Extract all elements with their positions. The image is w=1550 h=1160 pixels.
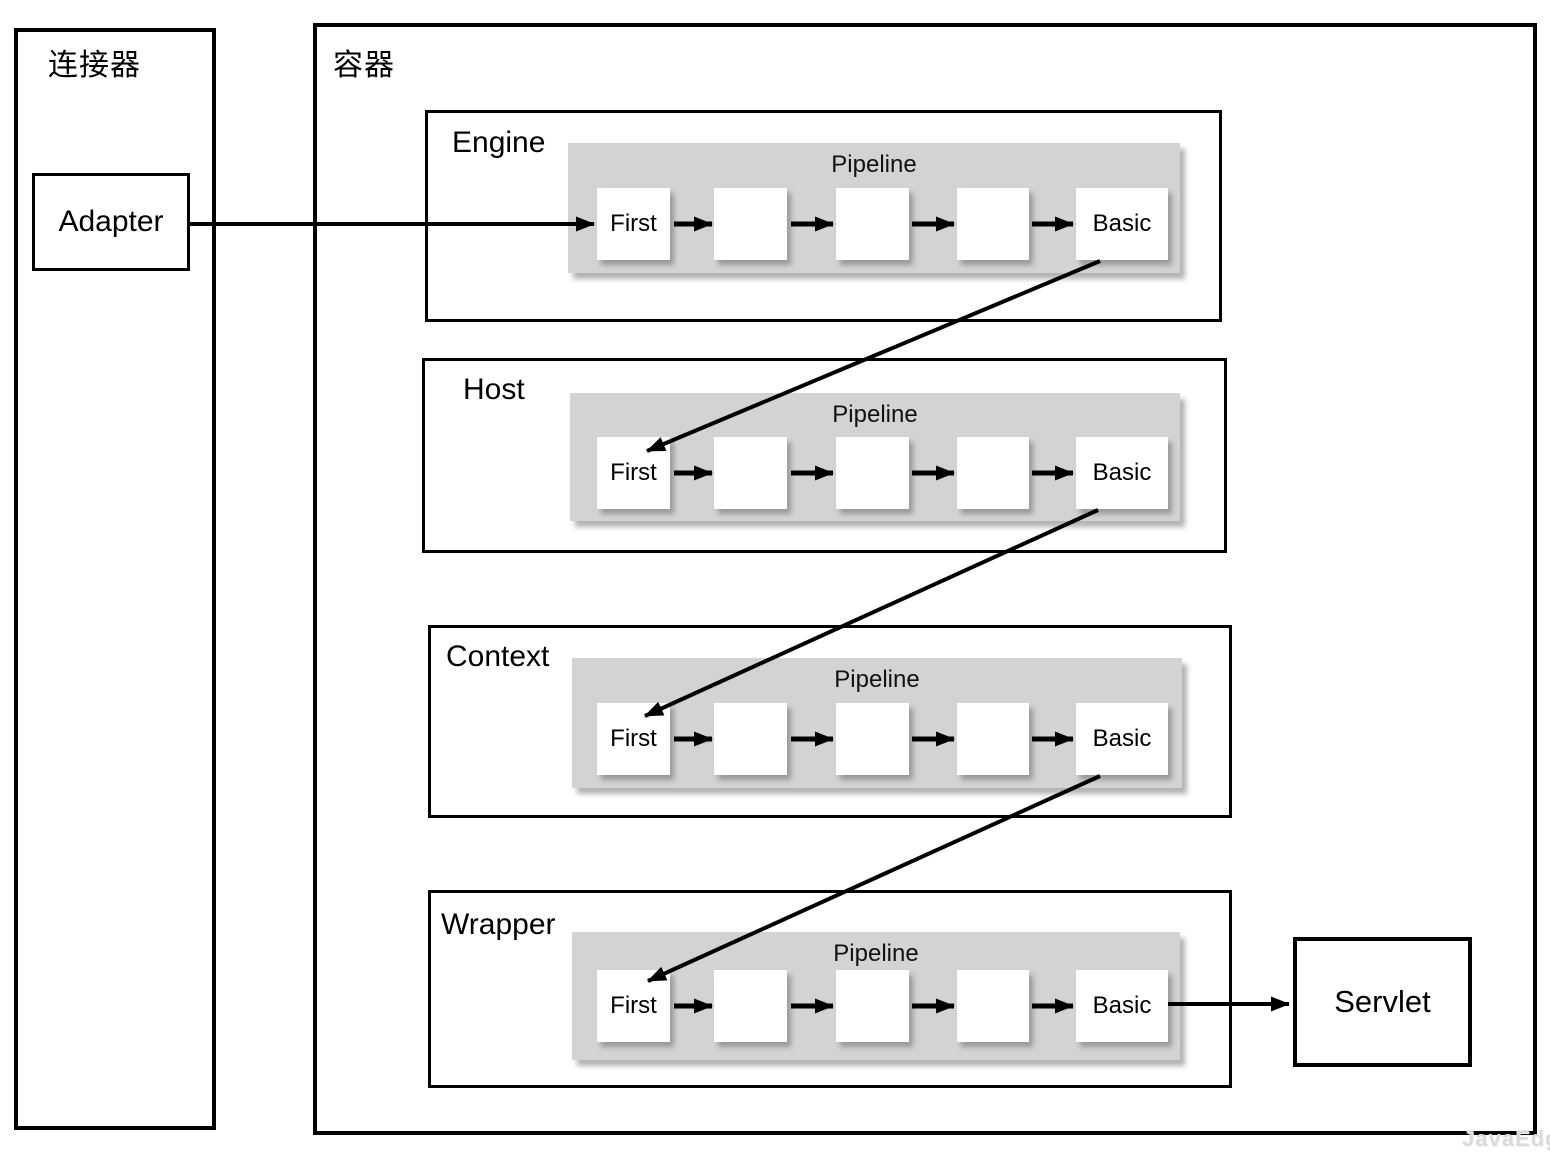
host-valve-first-label: First <box>610 459 657 486</box>
engine-label: Engine <box>452 126 546 159</box>
wrapper-valve-4 <box>957 970 1029 1042</box>
host-label: Host <box>463 373 525 406</box>
wrapper-valve-first-label: First <box>610 992 657 1019</box>
servlet-box: Servlet <box>1293 937 1472 1067</box>
host-valve-first: First <box>597 437 670 509</box>
context-valve-3 <box>836 703 909 775</box>
host-valve-basic-label: Basic <box>1092 459 1152 486</box>
context-label: Context <box>446 640 550 673</box>
host-valve-3 <box>836 437 909 509</box>
wrapper-valve-basic: Basic <box>1076 970 1168 1042</box>
adapter-box: Adapter <box>32 173 190 271</box>
engine-valve-2 <box>714 188 787 260</box>
adapter-label: Adapter <box>58 205 164 238</box>
engine-valve-4 <box>957 188 1029 260</box>
context-valve-4 <box>957 703 1029 775</box>
engine-valve-basic-label: Basic <box>1092 210 1152 237</box>
host-valve-2 <box>714 437 787 509</box>
wrapper-valve-basic-label: Basic <box>1092 992 1152 1019</box>
wrapper-pipeline-label: Pipeline <box>833 940 919 967</box>
connector-zone-label: 连接器 <box>48 49 141 82</box>
wrapper-valve-first: First <box>597 970 670 1042</box>
context-valve-basic: Basic <box>1076 703 1168 775</box>
engine-valve-3 <box>836 188 909 260</box>
container-zone-label: 容器 <box>333 49 395 82</box>
host-valve-basic: Basic <box>1076 437 1168 509</box>
host-valve-4 <box>957 437 1029 509</box>
engine-valve-basic: Basic <box>1076 188 1168 260</box>
engine-valve-first-label: First <box>610 210 657 237</box>
watermark-text: JavaEdge <box>1462 1126 1550 1151</box>
context-valve-2 <box>714 703 787 775</box>
engine-valve-first: First <box>597 188 670 260</box>
wrapper-valve-2 <box>714 970 787 1042</box>
context-valve-first: First <box>597 703 670 775</box>
container-zone-box <box>313 23 1537 1135</box>
context-valve-first-label: First <box>610 725 657 752</box>
context-pipeline-label: Pipeline <box>834 666 920 693</box>
servlet-label: Servlet <box>1334 984 1431 1019</box>
wrapper-valve-3 <box>836 970 909 1042</box>
connector-zone-box <box>14 28 216 1130</box>
engine-pipeline-label: Pipeline <box>831 151 917 178</box>
context-valve-basic-label: Basic <box>1092 725 1152 752</box>
wrapper-label: Wrapper <box>441 908 556 941</box>
host-pipeline-label: Pipeline <box>832 401 918 428</box>
